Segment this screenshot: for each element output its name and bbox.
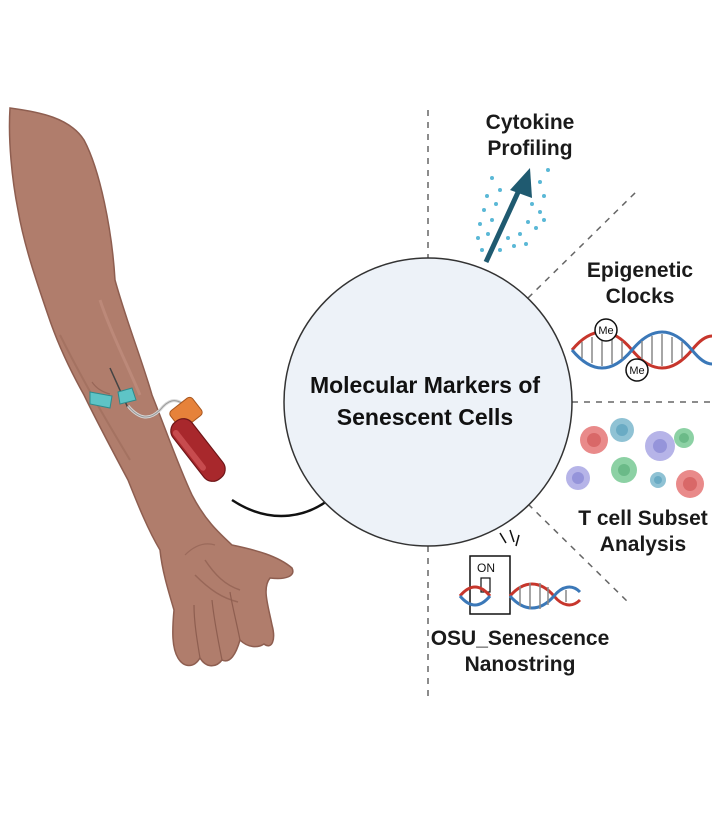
label-epigenetic-line2: Clocks: [605, 285, 675, 308]
dashed-dividers: [427, 110, 716, 700]
t-cell-cluster-icon: [566, 418, 704, 498]
label-cytokine-line2: Profiling: [487, 137, 573, 160]
nanostring-icon: ON: [458, 529, 582, 615]
blood-draw-kit: [89, 367, 226, 482]
methyl-label-1: Me: [598, 325, 613, 337]
label-cytokine-line1: Cytokine: [485, 111, 575, 134]
center-title-line2: Senescent Cells: [336, 404, 514, 430]
center-title-line1: Molecular Markers of: [309, 372, 541, 398]
methyl-marker-2: Me: [625, 358, 649, 382]
label-osu-line2: Nanostring: [464, 653, 576, 676]
label-osu-line1: OSU_Senescence: [430, 627, 610, 650]
butterfly-wing-right-icon: [117, 387, 137, 405]
label-tcell-line2: Analysis: [599, 533, 687, 556]
label-tcell-line1: T cell Subset: [578, 507, 708, 530]
switch-label: ON: [477, 561, 495, 575]
blood-vial-icon: [170, 418, 226, 482]
arm-illustration: [8, 107, 294, 667]
cytokine-icon: [476, 168, 550, 264]
butterfly-wing-left-icon: [89, 391, 113, 409]
label-epigenetic-line1: Epigenetic: [586, 259, 694, 282]
methyl-marker-1: Me: [594, 318, 618, 342]
center-circle: [283, 257, 573, 547]
arm-shape: [8, 107, 294, 667]
methyl-label-2: Me: [629, 365, 644, 377]
